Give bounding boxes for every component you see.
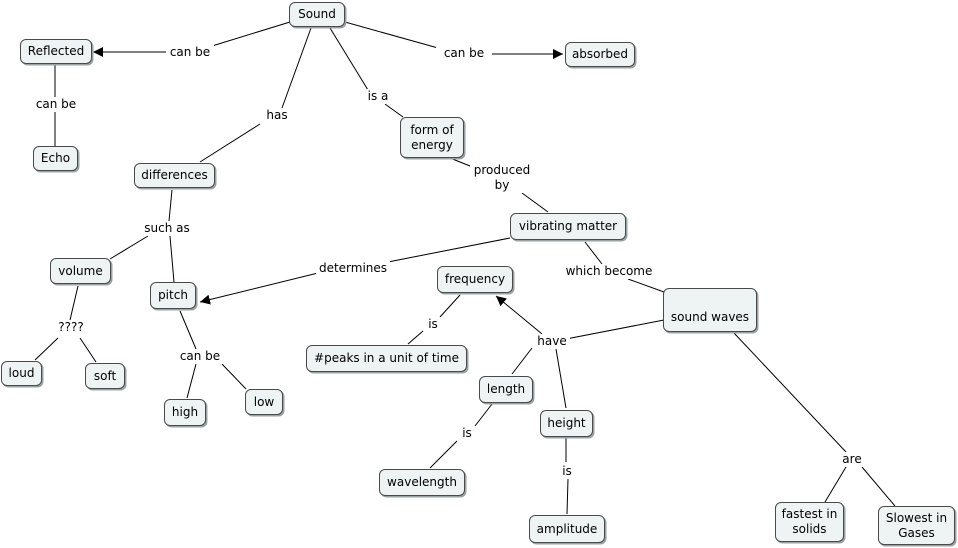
edge-have-length xyxy=(511,347,533,375)
concept-length: length xyxy=(479,376,533,403)
edge-producedby-vibrating xyxy=(521,192,549,213)
edge-unknown-soft xyxy=(79,337,97,363)
edge-canbe-low xyxy=(221,363,247,390)
edge-has-differences xyxy=(199,123,261,163)
edge-unknown-loud xyxy=(34,337,59,361)
edge-sound-has xyxy=(281,27,312,109)
edge-are-fastest xyxy=(824,466,847,503)
edge-length-is xyxy=(474,403,493,427)
concept-low: low xyxy=(245,389,283,415)
concept-sound: Sound xyxy=(289,2,345,27)
link-label-can-be-pitch: can be xyxy=(176,349,224,364)
concept-differences: differences xyxy=(134,163,215,188)
concept-absorbed: absorbed xyxy=(565,42,635,67)
link-label-is-wavelength: is xyxy=(458,426,476,441)
concept-slowest-in-gases: Slowest in Gases xyxy=(878,506,955,545)
edge-sound-canbe2 xyxy=(344,21,439,49)
link-label-such-as: such as xyxy=(140,221,194,236)
concept-frequency: frequency xyxy=(437,266,513,293)
edge-suchas-volume xyxy=(109,235,149,260)
edge-have-height xyxy=(555,348,567,409)
concept-volume: volume xyxy=(50,258,111,284)
edge-sound-isa xyxy=(329,27,369,91)
link-label-is-a: is a xyxy=(364,89,392,104)
edge-is-peaks xyxy=(407,330,424,345)
concept-high: high xyxy=(164,399,206,426)
link-label-which-become: which become xyxy=(562,264,656,279)
link-label-have: have xyxy=(534,334,570,349)
link-label-is-amplitude: is xyxy=(558,464,576,479)
link-label-are: are xyxy=(838,452,866,467)
edge-suchas-pitch xyxy=(169,235,175,283)
edge-determines-pitch xyxy=(199,272,319,305)
concept-height: height xyxy=(540,410,593,437)
edge-sound-canbe xyxy=(211,21,291,47)
concept-form-of-energy: form of energy xyxy=(400,117,464,158)
edge-whichbecome-soundwaves xyxy=(627,278,665,293)
edge-have-frequency xyxy=(495,295,543,335)
edge-are-slowest xyxy=(861,466,896,507)
concept-peaks: #peaks in a unit of time xyxy=(306,345,467,372)
link-label-can-be-reflected: can be xyxy=(166,45,214,60)
concept-loud: loud xyxy=(1,361,42,386)
edge-pitch-canbe xyxy=(179,310,197,350)
edge-vibrating-determines xyxy=(387,237,511,263)
concept-echo: Echo xyxy=(33,146,78,171)
link-label-determines: determines xyxy=(316,261,390,276)
link-label-produced-by: produced by xyxy=(470,163,534,193)
edge-differences-suchas xyxy=(168,189,173,222)
edge-canbe-high xyxy=(186,363,197,399)
link-label-is-peaks: is xyxy=(424,317,442,332)
edge-volume-unknown xyxy=(69,285,79,321)
edge-frequency-is xyxy=(439,294,461,318)
edge-soundwaves-are xyxy=(733,332,847,453)
concept-amplitude: amplitude xyxy=(529,515,605,543)
concept-wavelength: wavelength xyxy=(379,469,465,496)
edge-vibrating-whichbecome xyxy=(584,241,603,265)
concept-pitch: pitch xyxy=(150,282,196,309)
concept-sound-waves: sound waves xyxy=(663,288,757,332)
edge-is-amplitude xyxy=(566,478,569,515)
edge-isa-energy xyxy=(384,103,404,118)
edge-is-wavelength xyxy=(429,440,458,469)
concept-reflected: Reflected xyxy=(20,39,92,64)
concept-soft: soft xyxy=(85,363,125,389)
link-label-can-be-absorbed: can be xyxy=(436,46,492,61)
link-label-has: has xyxy=(262,108,292,123)
link-label-can-be-echo: can be xyxy=(32,97,80,112)
concept-vibrating-matter: vibrating matter xyxy=(510,213,626,240)
edge-soundwaves-have xyxy=(565,319,665,340)
link-label-unknown: ???? xyxy=(54,320,88,335)
concept-fastest-in-solids: fastest in solids xyxy=(775,502,844,542)
